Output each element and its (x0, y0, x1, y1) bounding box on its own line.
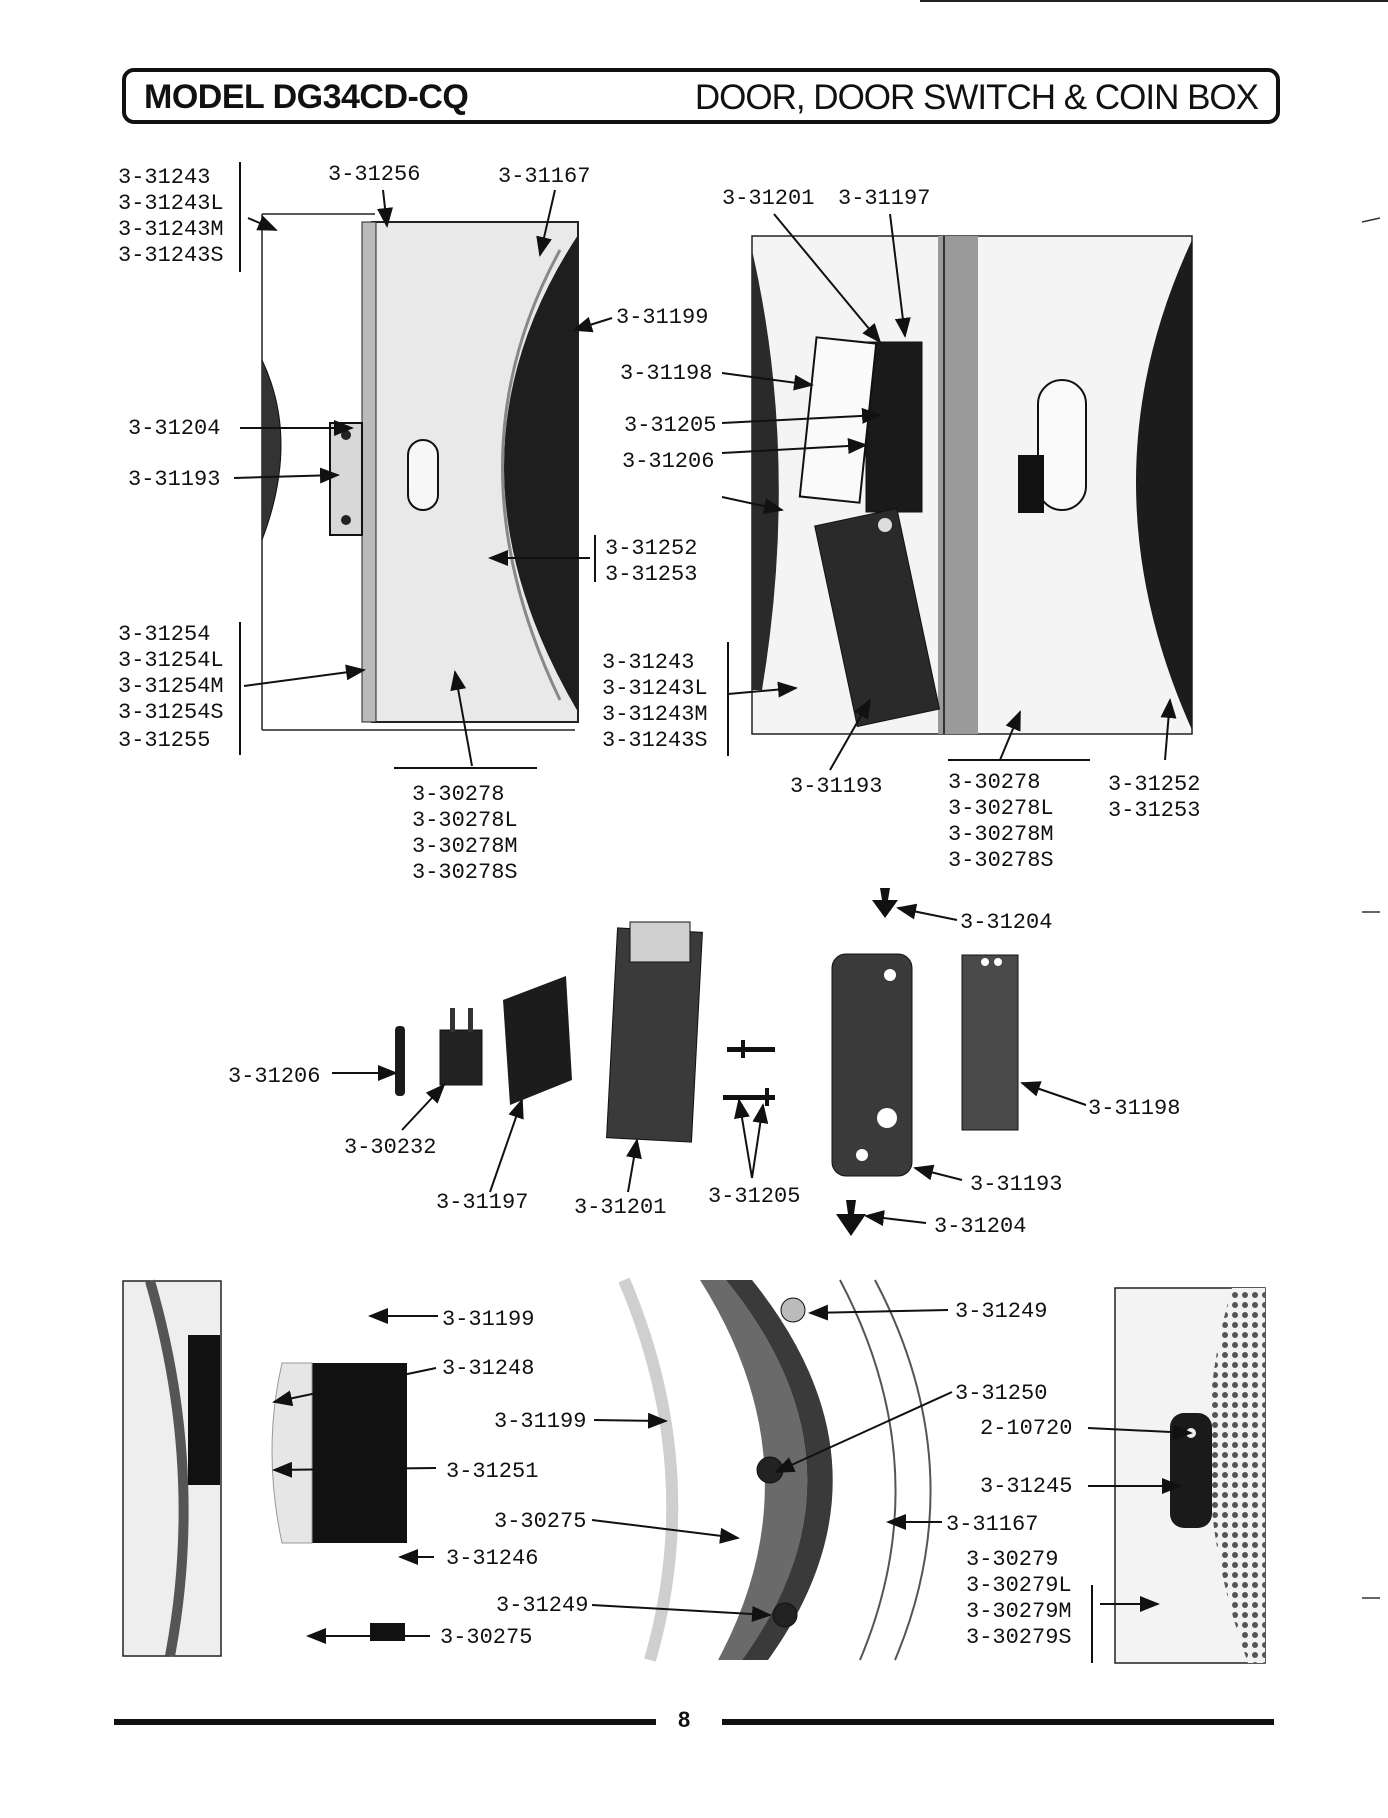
page-header: MODEL DG34CD-CQ DOOR, DOOR SWITCH & COIN… (122, 68, 1280, 124)
part-label: 3-30279L (966, 1573, 1072, 1598)
part-label: 3-30279M (966, 1599, 1072, 1624)
part-label: 3-30278 (948, 770, 1040, 795)
part-label: 3-31199 (616, 305, 708, 330)
part-label: 3-31206 (622, 449, 714, 474)
part-label: 3-31249 (955, 1299, 1047, 1324)
page-number: 8 (678, 1707, 691, 1732)
exploded-parts (395, 888, 1019, 1236)
part-label: 3-31253 (1108, 798, 1200, 823)
part-label: 3-31243M (602, 702, 708, 727)
part-label: 3-31243 (602, 650, 694, 675)
part-label: 3-31205 (708, 1184, 800, 1209)
bracket-lines (239, 162, 1093, 1663)
part-label: 3-31243L (602, 676, 708, 701)
part-label: 3-30278 (412, 782, 504, 807)
part-label: 3-31243 (118, 165, 210, 190)
leader-arrows (233, 189, 1193, 1644)
part-label: 3-31201 (722, 186, 814, 211)
bottom-center-photo (618, 1277, 932, 1662)
part-label: 3-31246 (446, 1546, 538, 1571)
part-label: 3-30278L (948, 796, 1054, 821)
part-label: 3-31254M (118, 674, 224, 699)
footer-rule-right (722, 1719, 1274, 1725)
part-label: 3-31255 (118, 728, 210, 753)
top-rule (920, 0, 1388, 2)
part-label: 3-31254 (118, 622, 210, 647)
part-label: 3-31204 (934, 1214, 1026, 1239)
part-label: 3-31193 (790, 774, 882, 799)
part-label: 3-31198 (620, 361, 712, 386)
footer-rule-left (114, 1719, 656, 1725)
part-label: 3-31204 (960, 910, 1052, 935)
part-label: 3-31197 (838, 186, 930, 211)
part-label: 3-31199 (442, 1307, 534, 1332)
margin-marks (1361, 217, 1381, 1599)
door-front-photo (261, 213, 579, 731)
part-label: 3-31197 (436, 1190, 528, 1215)
part-label: 3-31250 (955, 1381, 1047, 1406)
part-label: 3-31243S (602, 728, 708, 753)
door-switch-photo (751, 235, 1193, 735)
part-label: 3-30279 (966, 1547, 1058, 1572)
section-title: DOOR, DOOR SWITCH & COIN BOX (694, 78, 1259, 117)
part-label: 3-31243M (118, 217, 224, 242)
part-label: 3-31253 (605, 562, 697, 587)
part-label: 3-31243S (118, 243, 224, 268)
part-label: 3-31167 (498, 164, 590, 189)
part-label: 3-31201 (574, 1195, 666, 1220)
part-label: 3-30278S (948, 848, 1054, 873)
part-label: 3-31252 (605, 536, 697, 561)
part-label: 3-30275 (494, 1509, 586, 1534)
part-labels: 3-31243 3-31243L 3-31243M 3-31243S 3-312… (118, 162, 1200, 1650)
part-label: 3-31251 (446, 1459, 538, 1484)
part-label: 2-10720 (980, 1416, 1072, 1441)
part-label: 3-31243L (118, 191, 224, 216)
part-label: 3-31193 (128, 467, 220, 492)
part-label: 3-31254S (118, 700, 224, 725)
part-label: 3-30279S (966, 1625, 1072, 1650)
part-label: 3-31252 (1108, 772, 1200, 797)
part-label: 3-31245 (980, 1474, 1072, 1499)
part-label: 3-31193 (970, 1172, 1062, 1197)
part-label: 3-31206 (228, 1064, 320, 1089)
part-label: 3-31204 (128, 416, 220, 441)
part-label: 3-30278M (948, 822, 1054, 847)
part-label: 3-31256 (328, 162, 420, 187)
part-label: 3-31205 (624, 413, 716, 438)
part-label: 3-30278L (412, 808, 518, 833)
part-label: 3-31198 (1088, 1096, 1180, 1121)
part-label: 3-31167 (946, 1512, 1038, 1537)
part-label: 3-30278M (412, 834, 518, 859)
bottom-right-photo (1114, 1287, 1266, 1664)
part-label: 3-30278S (412, 860, 518, 885)
part-label: 3-31248 (442, 1356, 534, 1381)
part-label: 3-31254L (118, 648, 224, 673)
part-label: 3-31199 (494, 1409, 586, 1434)
bottom-left-photo (122, 1279, 407, 1657)
model-title: MODEL DG34CD-CQ (144, 78, 469, 116)
part-label: 3-31249 (496, 1593, 588, 1618)
part-label: 3-30275 (440, 1625, 532, 1650)
part-label: 3-30232 (344, 1135, 436, 1160)
